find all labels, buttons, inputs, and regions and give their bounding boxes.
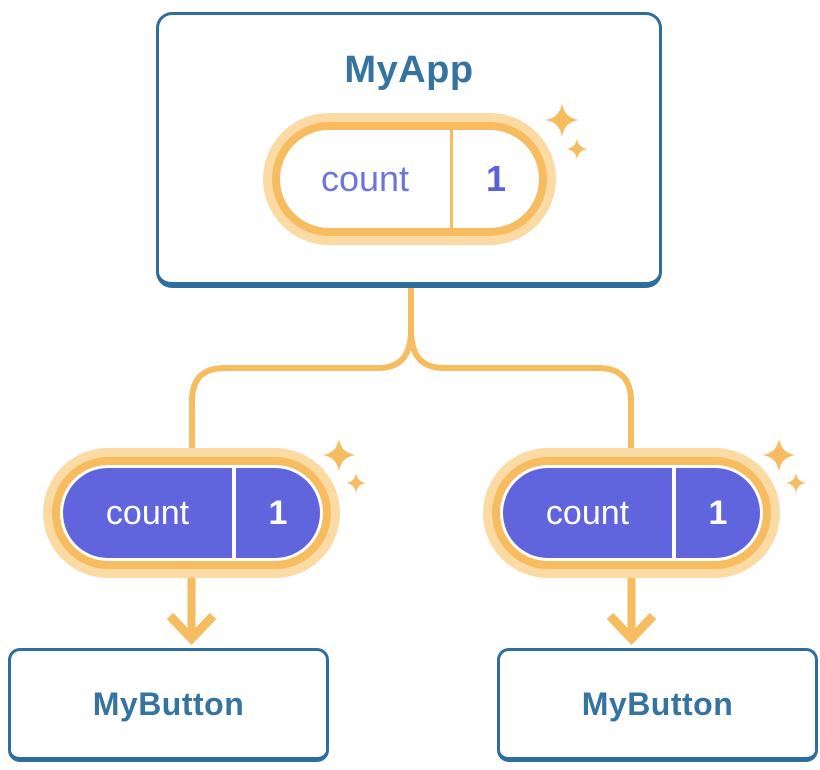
- pill-divider: [672, 468, 676, 558]
- state-pill-root: count 1: [272, 122, 547, 236]
- sparkle-icon: [545, 103, 588, 160]
- state-name: count: [503, 468, 672, 558]
- state-pill-body: count 1: [280, 130, 539, 228]
- sparkle-icon: [762, 438, 806, 493]
- arrow-down-icon-right: [606, 578, 657, 646]
- pill-divider: [450, 130, 453, 228]
- arrow-down-icon-left: [166, 578, 217, 646]
- state-pill-child-left: count 1: [52, 457, 331, 569]
- state-value: 1: [236, 468, 320, 558]
- state-pill-body: count 1: [63, 468, 320, 558]
- state-value: 1: [485, 158, 507, 199]
- component-title: MyButton: [581, 685, 734, 722]
- component-title: MyApp: [344, 49, 474, 91]
- sparkle-icon: [322, 438, 366, 493]
- component-card-child-right: MyButton: [497, 648, 818, 762]
- component-card-child-left: MyButton: [8, 648, 329, 762]
- state-name: count: [63, 468, 232, 558]
- state-pill-child-right: count 1: [492, 457, 771, 569]
- state-value: 1: [676, 468, 760, 558]
- branch-left-line: [189, 286, 414, 459]
- pill-divider: [232, 468, 236, 558]
- state-name: count: [320, 158, 410, 199]
- component-title: MyButton: [92, 685, 245, 722]
- branch-right-line: [408, 286, 634, 459]
- state-pill-body: count 1: [503, 468, 760, 558]
